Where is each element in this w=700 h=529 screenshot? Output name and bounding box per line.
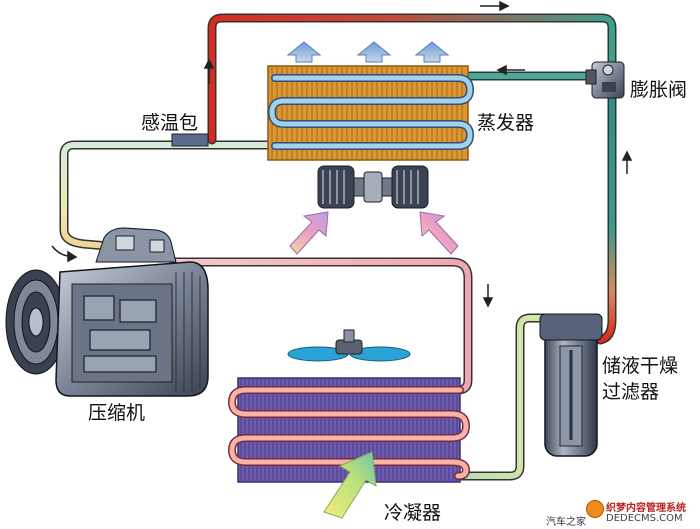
watermark-logo-icon [586,500,604,518]
compressor [5,227,209,397]
air-up-arrow-icon [356,41,392,63]
flow-arrow-curve-icon [67,250,78,263]
air-up-arrow-icon [414,41,450,63]
watermark-line1: 织梦内容管理系统 [606,503,686,514]
receiver-drier [539,313,603,457]
evaporator-label: 蒸发器 [477,112,535,134]
receiver-drier-label-line1: 储液干燥 [602,355,679,377]
air-diagonal-arrow-icon [289,211,329,255]
ram-air-arrow-icon [323,451,377,519]
flow-arrow-left-icon [496,64,507,76]
compressor-label: 压缩机 [88,402,146,424]
discharge-pipe [170,257,473,395]
evaporator [171,65,475,161]
flow-arrow-up-left-icon [203,58,215,69]
receiver-drier-label-line2: 过滤器 [602,381,660,403]
flow-arrows [51,0,633,308]
condenser-label: 冷凝器 [384,502,442,524]
air-up-arrow-icon [286,41,322,63]
watermark-site: 汽车之家 [546,517,586,528]
air-diagonal-arrow-icon [419,211,459,255]
sensing-bulb-label: 感温包 [141,112,199,134]
flow-arrow-right-icon [499,0,510,12]
expansion-valve-label: 膨胀阀 [630,79,688,101]
suction-pipe [59,140,280,251]
watermark-line2: DEDECMS.COM [606,513,683,524]
flow-arrow-down-icon [482,297,494,308]
flow-arrow-up-right-icon [621,150,633,161]
sensing-bulb [171,133,209,147]
cool-air-arrows [286,41,450,63]
blower-fan [317,165,429,209]
warm-air-arrows [289,211,459,255]
condenser-fan [287,329,411,362]
expansion-valve [585,61,625,99]
condenser-out-pipe [455,313,553,481]
